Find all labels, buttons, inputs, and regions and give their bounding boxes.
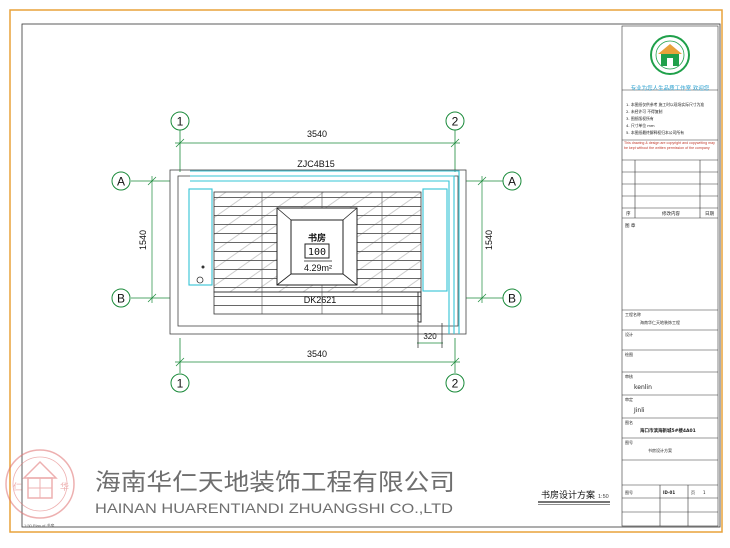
grid-label-a-left: A <box>117 175 125 189</box>
field-label-4: 审核 <box>625 373 633 379</box>
watermark-logo-icon <box>5 449 75 519</box>
copyright-note: This drawing & design are copyright and … <box>624 141 715 150</box>
company-logo-icon <box>650 35 690 75</box>
dim-left: 1540 <box>138 230 148 250</box>
note-4: 4. 尺寸单位 mm <box>626 123 655 128</box>
grid-label-b-left: B <box>117 292 125 306</box>
note-2: 2. 未经许可 不得复制 <box>626 109 663 114</box>
dimension-lines <box>147 138 487 367</box>
watermark-logo-left: 仁 <box>13 481 22 493</box>
note-1: 1. 本图纸仅供参考 施工时以现场实际尺寸为准 <box>626 102 704 107</box>
grid-label-2-bottom: 2 <box>452 377 459 391</box>
field-label-1: 工程名称 <box>625 311 641 317</box>
floor-label: DK2621 <box>304 295 337 305</box>
grid-label-1-top: 1 <box>177 115 184 129</box>
room-area: 4.29m² <box>304 263 332 273</box>
drawing-title-text: 书房设计方案 <box>541 489 595 501</box>
title-block <box>621 25 719 527</box>
footer-small: 1:50 Plan of 书房 <box>24 522 54 528</box>
grid-bubble-a-left <box>111 171 131 191</box>
wall-label: ZJC4B15 <box>297 159 335 169</box>
bottom-label: 图号 <box>625 489 633 495</box>
dim-bottom: 3540 <box>307 349 327 359</box>
field-value-4: kenlin <box>634 384 652 391</box>
wall-cabinet-outline <box>188 170 460 334</box>
bottom-value: ID-01 <box>663 490 675 495</box>
page-label: 页 <box>691 490 695 495</box>
note-5: 5. 本图纸最终解释权归本公司所有 <box>626 130 684 135</box>
watermark: 仁 华 <box>5 449 75 519</box>
grid-bubble-2-bottom <box>445 373 465 393</box>
room-name: 书房 <box>308 232 326 244</box>
grid-label-b-right: B <box>508 292 516 306</box>
fixture-circle <box>196 276 204 284</box>
title-slogan: 专业为您人生品质工作室 欢迎您 <box>631 84 710 92</box>
dim-right: 1540 <box>484 230 494 250</box>
drawing-scale: 1:50 <box>598 494 609 500</box>
grid-bubble-b-left <box>111 288 131 308</box>
grid-bubble-1-bottom <box>170 373 190 393</box>
grid-bubble-2-top <box>445 111 465 131</box>
field-label-5: 审定 <box>625 396 633 402</box>
field-label-2: 设计 <box>625 331 633 337</box>
note-3: 3. 图纸版权所有 <box>626 116 654 121</box>
dim-small: 320 <box>423 332 437 341</box>
field-label-6: 图名 <box>625 419 633 425</box>
stamp-label: 图 章 <box>625 222 636 229</box>
rev-header-no: 序 <box>626 210 631 217</box>
grid-bubble-a-right <box>502 171 522 191</box>
field-value-7: 书房设计方案 <box>648 447 672 453</box>
field-value-1: 海南华仁天地装饰工程 <box>640 319 680 325</box>
drawing-title: 书房设计方案 1:50 <box>538 489 610 505</box>
field-value-5: Jinli <box>633 407 645 414</box>
dim-top: 3540 <box>307 129 327 139</box>
floor-plan: 1 2 1 2 A B A B 3540 <box>111 111 522 393</box>
grid-label-2-top: 2 <box>452 115 459 129</box>
grid-lines <box>131 130 503 373</box>
field-value-6: 海口市滨海新城5#楼4A01 <box>640 427 696 434</box>
fixture-dot <box>201 265 205 269</box>
grid-bubble-1-top <box>170 111 190 131</box>
grid-label-1-bottom: 1 <box>177 377 184 391</box>
grid-bubble-b-right <box>502 288 522 308</box>
rev-header-content: 修改内容 <box>662 210 680 217</box>
room-tag-box <box>304 243 330 259</box>
field-label-3: 绘图 <box>625 351 633 357</box>
outer-frame <box>9 9 723 533</box>
watermark-company-en: HAINAN HUARENTIANDI ZHUANGSHI CO.,LTD <box>95 500 453 516</box>
watermark-logo-right: 华 <box>60 481 69 493</box>
field-label-7: 图号 <box>625 439 633 445</box>
inner-frame <box>21 23 721 528</box>
room-height: 100 <box>308 247 326 258</box>
rev-header-date: 日期 <box>705 211 714 217</box>
watermark-company-cn: 海南华仁天地装饰工程有限公司 <box>95 468 455 496</box>
grid-label-a-right: A <box>508 175 516 189</box>
page-value: 1 <box>703 490 706 495</box>
